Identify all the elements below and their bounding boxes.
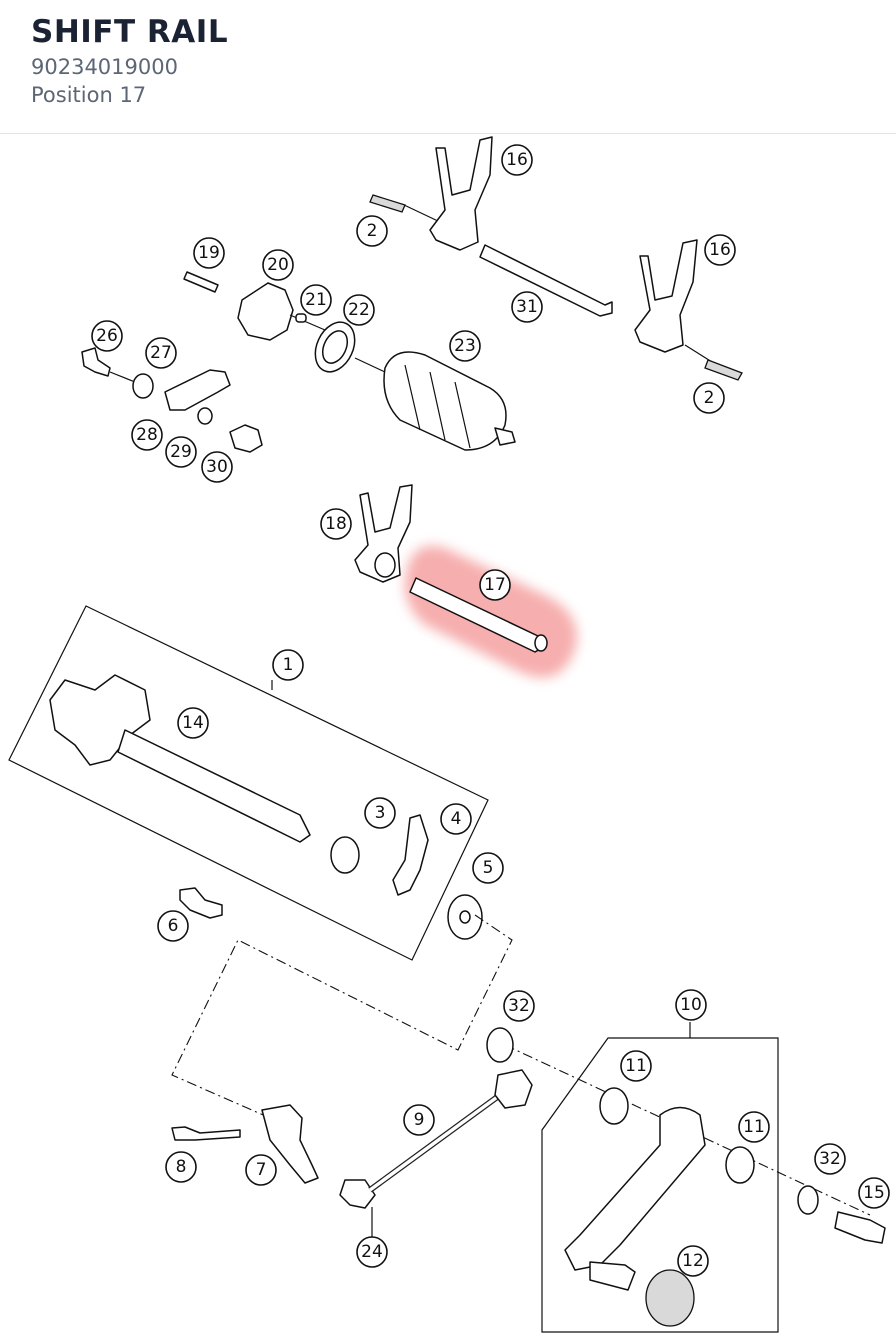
callout-32-b[interactable]: 32 [814,1143,846,1175]
callout-26[interactable]: 26 [91,320,123,352]
bolt-8 [171,1126,241,1141]
callout-27[interactable]: 27 [145,337,177,369]
position-label: Position 17 [31,83,147,107]
joint-24 [339,1179,376,1209]
shift-drum-assembly [183,271,516,451]
callout-1[interactable]: 1 [272,649,304,681]
pedal-rubber-12 [645,1269,695,1327]
callout-16-b[interactable]: 16 [704,234,736,266]
callout-15[interactable]: 15 [858,1177,890,1209]
upper-shift-assembly [369,136,743,381]
part-number: 90234019000 [31,55,178,79]
svg-text:30: 30 [206,457,228,477]
callout-14[interactable]: 14 [177,707,209,739]
shift-pedal-group-10 [486,1022,886,1333]
svg-text:5: 5 [483,858,494,878]
callout-20[interactable]: 20 [262,249,294,281]
callout-16[interactable]: 16 [501,144,533,176]
svg-text:11: 11 [625,1056,647,1076]
svg-text:24: 24 [361,1242,383,1262]
svg-text:1: 1 [283,655,294,675]
callout-9[interactable]: 9 [403,1104,435,1136]
callout-32[interactable]: 32 [503,990,535,1022]
svg-text:3: 3 [375,803,386,823]
callout-4[interactable]: 4 [440,803,472,835]
callout-28[interactable]: 28 [131,419,163,451]
page-title: SHIFT RAIL [31,14,229,50]
callout-12[interactable]: 12 [677,1245,709,1277]
svg-text:27: 27 [150,343,172,363]
callout-18[interactable]: 18 [320,508,352,540]
callout-10[interactable]: 10 [675,989,707,1021]
callout-11[interactable]: 11 [620,1050,652,1082]
svg-text:16: 16 [506,150,528,170]
svg-text:15: 15 [863,1183,885,1203]
svg-text:17: 17 [484,575,506,595]
svg-text:29: 29 [170,442,192,462]
callout-7[interactable]: 7 [245,1154,277,1186]
svg-text:9: 9 [414,1110,425,1130]
callout-19[interactable]: 19 [193,237,225,269]
svg-text:32: 32 [508,996,530,1016]
callout-23[interactable]: 23 [449,330,481,362]
shift-shaft-group-1 [8,605,489,961]
bolt-15 [834,1211,886,1244]
washer-32-right [797,1185,819,1215]
callout-21[interactable]: 21 [300,284,332,316]
svg-text:8: 8 [176,1157,187,1177]
svg-text:22: 22 [348,300,370,320]
svg-text:2: 2 [704,388,715,408]
svg-text:28: 28 [136,425,158,445]
svg-text:18: 18 [325,514,347,534]
callout-6[interactable]: 6 [157,910,189,942]
lever-7 [261,1104,319,1184]
svg-text:21: 21 [305,290,327,310]
callout-24[interactable]: 24 [356,1236,388,1268]
svg-text:6: 6 [168,916,179,936]
callout-22[interactable]: 22 [343,294,375,326]
svg-text:19: 19 [198,243,220,263]
linkage-rod-assembly [171,1069,533,1238]
svg-text:16: 16 [709,240,731,260]
svg-text:12: 12 [682,1251,704,1271]
bearing-11-left [599,1087,629,1125]
callout-2[interactable]: 2 [356,215,388,247]
callout-11-b[interactable]: 11 [738,1111,770,1143]
callout-31[interactable]: 31 [511,291,543,323]
svg-text:14: 14 [182,713,204,733]
svg-text:4: 4 [451,809,462,829]
highlight-part-17 [405,545,577,678]
washer-32-left [486,1027,514,1063]
callout-2-b[interactable]: 2 [693,382,725,414]
svg-text:32: 32 [819,1149,841,1169]
svg-text:2: 2 [367,221,378,241]
svg-text:10: 10 [680,995,702,1015]
callout-30[interactable]: 30 [201,451,233,483]
svg-text:23: 23 [454,336,476,356]
pin-6 [179,887,223,919]
callout-8[interactable]: 8 [165,1151,197,1183]
shift-lever-small-parts [81,347,263,453]
svg-text:7: 7 [256,1160,267,1180]
svg-text:31: 31 [516,297,538,317]
fork-18-and-rail-17 [354,484,548,653]
bearing-11-right [725,1146,755,1184]
callout-3[interactable]: 3 [364,797,396,829]
callout-17[interactable]: 17 [479,569,511,601]
svg-text:26: 26 [96,326,118,346]
callout-5[interactable]: 5 [472,852,504,884]
callouts: 16 2 19 20 21 22 31 16 26 27 23 2 28 29 … [91,144,890,1277]
header: SHIFT RAIL 90234019000 Position 17 [0,0,896,134]
svg-text:20: 20 [267,255,289,275]
callout-29[interactable]: 29 [165,436,197,468]
svg-text:11: 11 [743,1117,765,1137]
